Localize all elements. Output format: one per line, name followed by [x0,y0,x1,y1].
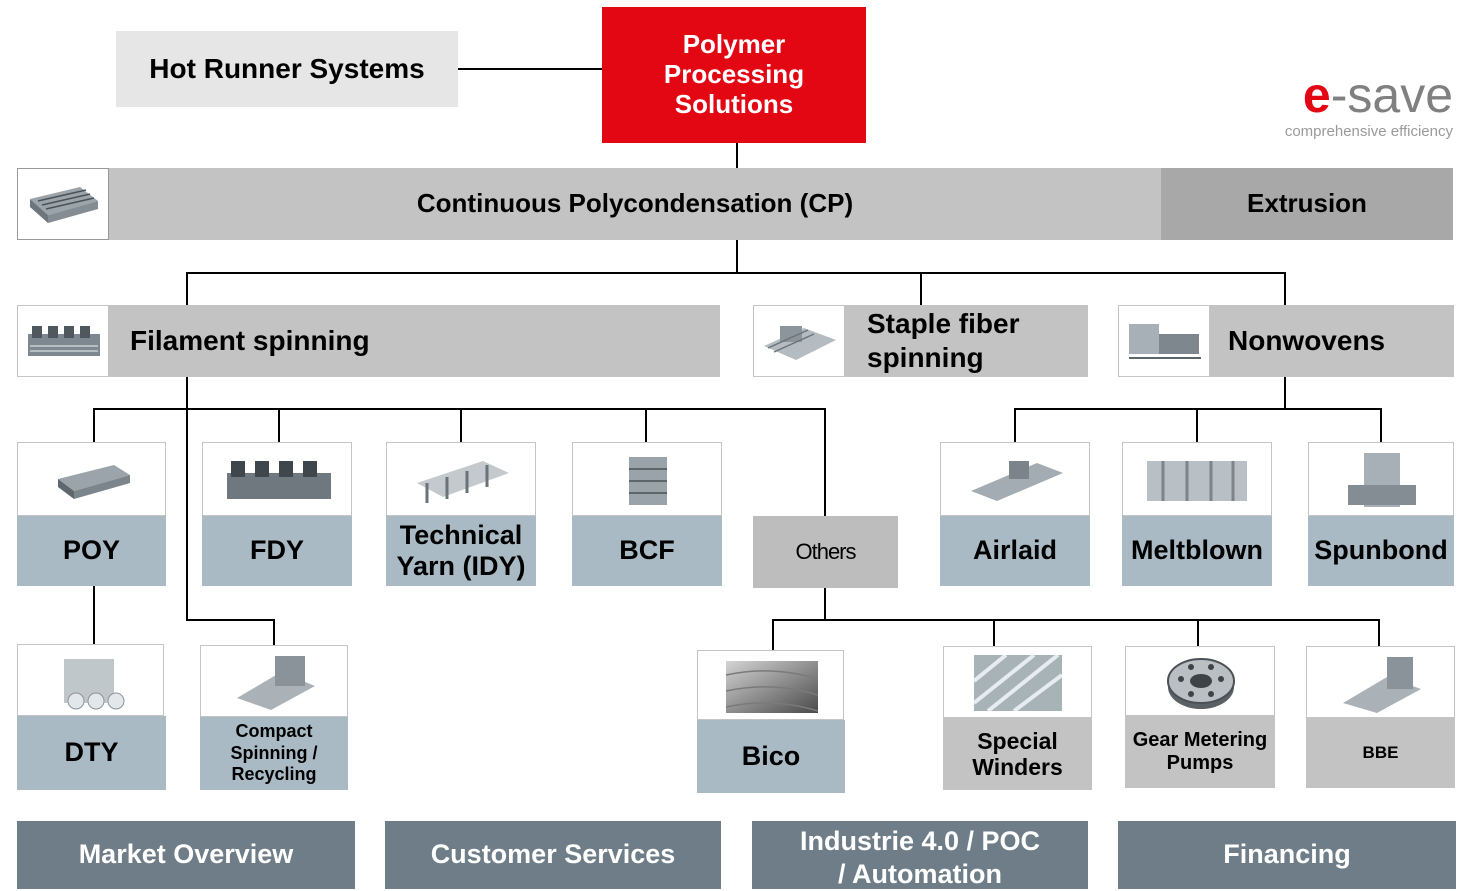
connector-to-nonwovens [1284,272,1286,305]
connector-polymer-cp [736,143,738,168]
airlaid-box[interactable]: Airlaid [940,516,1090,586]
connector-to-compact-v [273,619,275,645]
customer-services-button[interactable]: Customer Services [385,821,721,889]
compact-thumbnail [200,645,348,717]
connector-hotrunner-polymer [458,68,602,70]
financing-button[interactable]: Financing [1118,821,1456,889]
connector-to-winders [993,619,995,646]
bico-box[interactable]: Bico [697,720,845,793]
connector-others-down [824,588,826,620]
connector-poy-dty [93,586,95,644]
connector-tier2-bus [186,272,1286,274]
poy-thumbnail [17,442,166,516]
bcf-box[interactable]: BCF [572,516,722,586]
connector-to-staple [920,272,922,305]
logo-mark: e [1302,67,1331,123]
technical-thumbnail [386,442,536,516]
logo-word: -save [1330,67,1453,123]
staple-thumbnail [753,305,845,377]
machine-thumbnail-icon [764,326,836,360]
connector-nonwovens-down [1284,377,1286,409]
industrie-automation-button[interactable]: Industrie 4.0 / POC / Automation [752,821,1088,889]
connector-filament-bus [93,408,826,410]
bcf-thumbnail [572,442,722,516]
cp-thumbnail [17,168,109,240]
connector-to-spunbond [1380,408,1382,442]
connector-to-airlaid [1014,408,1016,442]
filament-thumbnail [17,305,109,377]
connector-cp-down [736,240,738,273]
machine-thumbnail-icon [971,461,1063,501]
connector-to-bico [772,619,774,650]
connector-to-fdy [278,408,280,442]
cp-box[interactable]: Continuous Polycondensation (CP) [109,168,1161,240]
others-box[interactable]: Others [753,516,898,588]
machine-thumbnail-icon [1343,657,1421,713]
machine-thumbnail-icon [58,465,130,499]
fabric-thumbnail-icon [726,661,818,713]
connector-to-bcf [645,408,647,442]
machine-thumbnail-icon [28,326,100,356]
machine-thumbnail-icon [1147,461,1247,501]
machine-thumbnail-icon [227,461,331,499]
filament-spinning-box[interactable]: Filament spinning [109,305,720,377]
market-overview-button[interactable]: Market Overview [17,821,355,889]
connector-to-meltblown [1196,408,1198,442]
connector-to-technical [460,408,462,442]
special-winders-box[interactable]: Special Winders [943,718,1092,790]
fdy-thumbnail [202,442,352,516]
dty-thumbnail [17,644,164,716]
gear-metering-box[interactable]: Gear Metering Pumps [1125,716,1275,788]
logo-tagline: comprehensive efficiency [1284,123,1453,140]
airlaid-thumbnail [940,442,1090,516]
bbe-box[interactable]: BBE [1306,718,1455,788]
fdy-box[interactable]: FDY [202,516,352,586]
compact-spinning-box[interactable]: Compact Spinning / Recycling [200,717,348,790]
connector-to-compact-h [186,619,275,621]
connector-to-others [824,408,826,516]
nonwovens-thumbnail [1118,305,1210,377]
staple-fiber-box[interactable]: Staple fiber spinning [845,305,1088,377]
meltblown-box[interactable]: Meltblown [1122,516,1272,586]
machine-thumbnail-icon [1348,453,1416,507]
connector-others-bus [772,619,1380,621]
machine-thumbnail-icon [64,659,125,710]
connector-filament-down [186,377,188,620]
hot-runner-systems-box[interactable]: Hot Runner Systems [116,31,458,107]
bbe-thumbnail [1306,646,1455,718]
winders-thumbnail [943,646,1092,718]
technical-yarn-box[interactable]: Technical Yarn (IDY) [386,516,536,586]
machine-thumbnail-icon [417,461,509,503]
dty-box[interactable]: DTY [17,716,166,790]
winder-thumbnail-icon [974,655,1062,711]
nonwovens-box[interactable]: Nonwovens [1210,305,1454,377]
connector-to-poy [93,408,95,442]
connector-to-gear [1197,619,1199,646]
machine-thumbnail-icon [1129,324,1201,359]
connector-nonwovens-bus [1014,408,1382,410]
spunbond-box[interactable]: Spunbond [1308,516,1454,586]
machine-thumbnail-icon [629,457,667,505]
e-save-logo: e-save comprehensive efficiency [1255,70,1455,145]
polymer-processing-box[interactable]: Polymer Processing Solutions [602,7,866,143]
extrusion-box[interactable]: Extrusion [1161,168,1453,240]
meltblown-thumbnail [1122,442,1272,516]
gear-thumbnail [1125,646,1275,716]
bico-thumbnail [697,650,844,720]
connector-to-bbe [1378,619,1380,646]
machine-thumbnail-icon [237,656,315,710]
gear-pump-thumbnail-icon [1167,658,1235,709]
machine-thumbnail-icon [30,187,98,223]
spunbond-thumbnail [1308,442,1454,516]
connector-to-filament [186,272,188,305]
poy-box[interactable]: POY [17,516,166,586]
